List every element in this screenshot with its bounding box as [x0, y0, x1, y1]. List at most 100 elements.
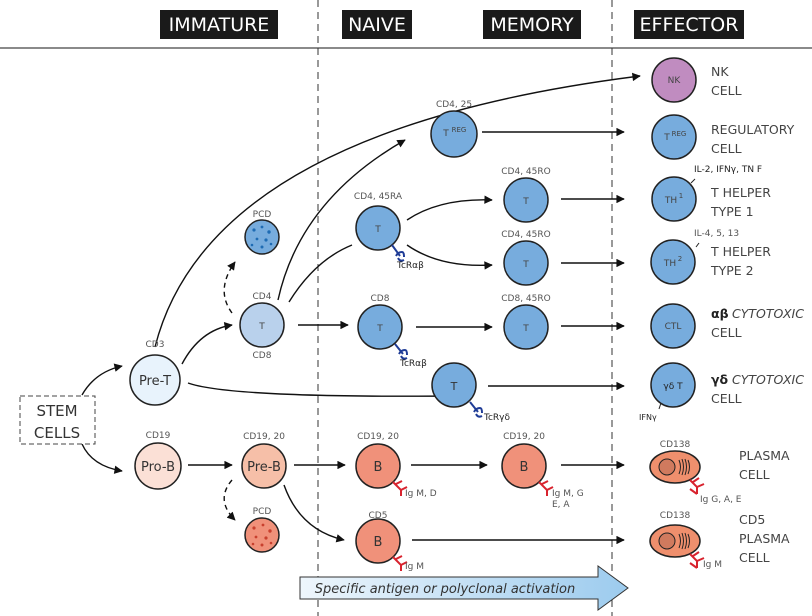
- ig-label: Ig M, D: [405, 489, 437, 499]
- ig-label-line2: E, A: [552, 500, 570, 510]
- ig-label-line1: Ig M, G: [552, 489, 584, 499]
- name-line1: CYTOTOXIC: [732, 372, 804, 387]
- ig-label: Ig M: [405, 562, 424, 572]
- cell-body: [503, 177, 549, 223]
- name-line2: PLASMA: [739, 531, 790, 546]
- receptor-label: TcRαβ: [399, 359, 427, 369]
- cell-body: [501, 443, 547, 489]
- cell-b-naive: CD19, 20 B Ig M, D: [355, 432, 437, 499]
- tcr-receptor-icon: [394, 343, 408, 360]
- name-greek: αβ: [711, 306, 729, 321]
- inner-label: T: [522, 260, 529, 270]
- marker: CD8, 45RO: [501, 294, 550, 304]
- cell-body: [355, 443, 401, 489]
- inner-sup: 2: [678, 255, 682, 263]
- apoptotic-cell-body: [244, 517, 280, 553]
- marker: PCD: [253, 507, 272, 517]
- cell-b-mem: CD19, 20 B Ig M, G E, A: [501, 432, 584, 510]
- cell-pre-b: CD19, 20 Pre-B: [241, 432, 287, 489]
- inner-label: γδ T: [663, 382, 683, 392]
- apoptotic-fragments-icon: [251, 523, 273, 547]
- cytokine-tick: [695, 242, 700, 248]
- inner-label: TH: [664, 196, 677, 206]
- tcr-receptor-icon: [391, 244, 405, 262]
- cell-pcd-t: PCD: [244, 210, 280, 255]
- stage-label-immature-bg: [160, 10, 278, 39]
- ig-label: Ig M: [703, 560, 722, 570]
- arrow-cd4-to-mem2: [406, 244, 493, 270]
- name-line2: CELL: [711, 391, 742, 406]
- cell-body: [503, 240, 549, 286]
- name-line1: PLASMA: [739, 448, 790, 463]
- arrow-preb-to-pcd: [223, 479, 236, 521]
- inner-label: B: [520, 460, 529, 475]
- cell-treg-naive: CD4, 25 T REG: [430, 100, 478, 158]
- inner-sup: REG: [452, 126, 467, 134]
- stage-header: IMMATURE NAIVE MEMORY EFFECTOR: [0, 10, 812, 49]
- inner-sup: REG: [672, 130, 687, 138]
- marker: CD138: [660, 440, 691, 450]
- apoptotic-fragments-icon: [250, 225, 273, 249]
- effector-cd5-plasma: CD138 Ig M CD5 PLASMA CELL: [649, 511, 790, 570]
- name-line2: TYPE 2: [710, 263, 754, 278]
- name-line3: CELL: [739, 550, 770, 565]
- marker: CD3: [146, 340, 165, 350]
- inner-label: Pre-T: [139, 374, 171, 389]
- stem-box: [19, 395, 96, 445]
- stage-label-naive-bg: [342, 10, 412, 39]
- cytokines: IL-2, IFNγ, TN F: [694, 165, 762, 175]
- cell-body: [651, 114, 697, 160]
- cell-pre-t: CD3 Pre-T: [129, 340, 181, 406]
- cytokines: IFNγ: [639, 413, 657, 422]
- marker: CD4, 45RO: [501, 230, 550, 240]
- arrows: [81, 72, 641, 545]
- name-line1: T HELPER: [710, 185, 771, 200]
- marker-top: CD4: [253, 292, 272, 302]
- cell-body: [650, 239, 696, 285]
- name-line1: CYTOTOXIC: [732, 306, 804, 321]
- cell-body: [355, 518, 401, 564]
- cell-body: [431, 362, 477, 408]
- cell-b-cd5: CD5 B Ig M: [355, 511, 424, 572]
- cell-body: [650, 303, 696, 349]
- inner-label: T: [450, 380, 458, 393]
- inner-sup: 1: [679, 192, 683, 200]
- inner-label: T: [522, 324, 529, 334]
- stage-label-effector: EFFECTOR: [640, 14, 739, 36]
- marker: CD19: [146, 431, 171, 441]
- name-line2: CELL: [711, 141, 742, 156]
- cell-t-mem-cd8: CD8, 45RO T: [501, 294, 551, 350]
- effector-th1: IL-2, IFNγ, TN F TH 1 T HELPER TYPE 1: [651, 165, 771, 222]
- marker: CD4, 45RA: [354, 192, 403, 202]
- cell-body: [650, 362, 696, 408]
- arrow-pret-to-nk: [154, 72, 641, 348]
- cytokines: IL-4, 5, 13: [694, 229, 739, 239]
- effector-ctl: CTL αβ CYTOTOXIC CELL: [650, 303, 804, 349]
- cell-t-immature: CD4 T CD8: [239, 292, 285, 361]
- banner-arrow-shape: [299, 565, 629, 611]
- cell-body: [134, 442, 182, 490]
- cell-pcd-b: PCD: [244, 507, 280, 553]
- cell-body: [357, 304, 403, 350]
- stage-label-memory-bg: [483, 10, 581, 39]
- marker: CD138: [660, 511, 691, 521]
- name-line2: CELL: [711, 83, 742, 98]
- inner-label: TH: [663, 259, 676, 269]
- activation-banner: Specific antigen or polyclonal activatio…: [299, 565, 629, 611]
- name-line1: CD5: [739, 512, 765, 527]
- inner-label: T: [374, 225, 381, 235]
- effector-th2: IL-4, 5, 13 TH 2 T HELPER TYPE 2: [650, 229, 771, 285]
- arrow-preb-to-bcd5: [283, 484, 345, 543]
- effector-nk: NK NK CELL: [651, 57, 742, 103]
- banner-text: Specific antigen or polyclonal activatio…: [315, 582, 575, 597]
- inner-label: Pre-B: [247, 460, 281, 475]
- stem-line2: CELLS: [34, 424, 80, 442]
- cell-body: [430, 110, 478, 158]
- cytokine-tick: [690, 178, 696, 184]
- cell-t-cd8-naive: CD8 T TcRαβ: [357, 294, 427, 369]
- cell-body: [241, 443, 287, 489]
- receptor-label: TcRαβ: [396, 261, 424, 271]
- marker: CD8: [371, 294, 390, 304]
- tcr-receptor-icon: [469, 401, 483, 418]
